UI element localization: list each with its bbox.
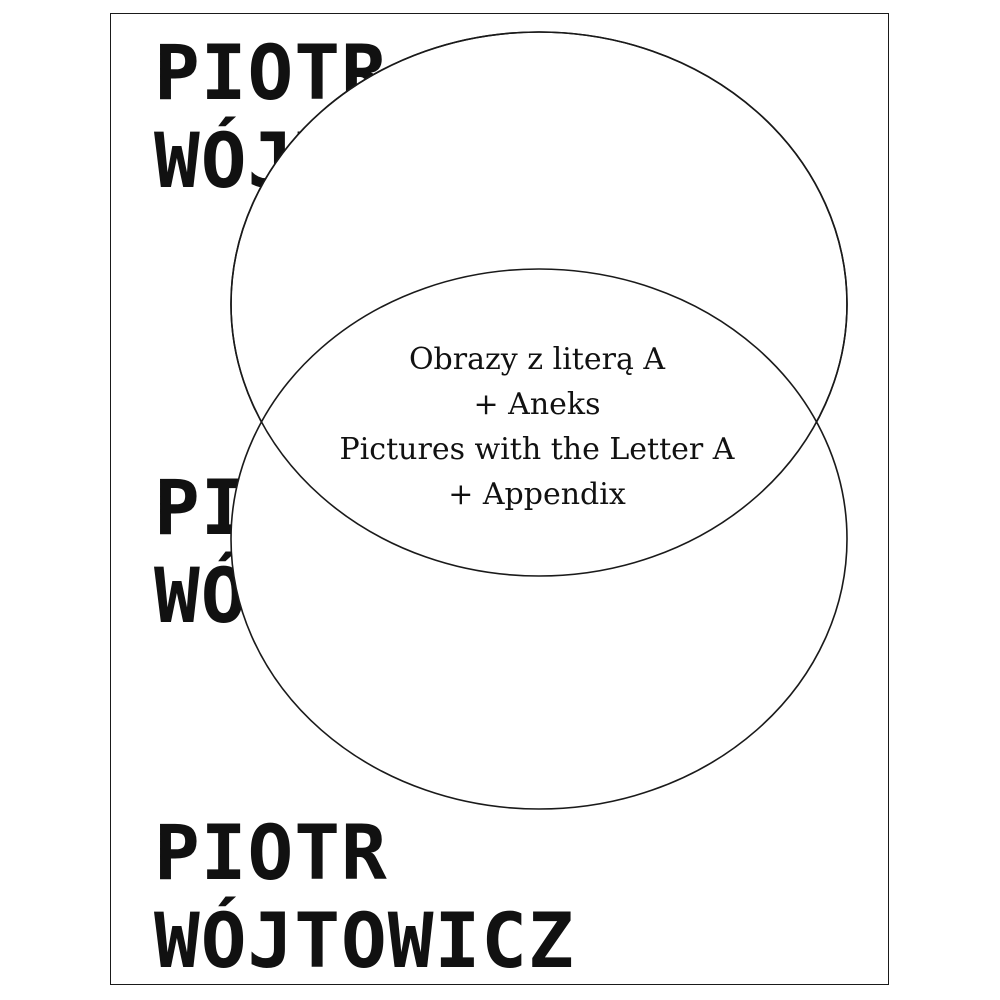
- author-last-name: WÓJTOWICZ: [154, 896, 575, 985]
- title-polish-appendix: + Aneks: [473, 387, 601, 422]
- book-title: Obrazy z literą A + Aneks Pictures with …: [231, 337, 843, 517]
- title-polish: Obrazy z literą A: [408, 342, 666, 377]
- author-first-name: PIOTR: [154, 808, 388, 897]
- author-name-bottom: PIOTR WÓJTOWICZ: [154, 809, 575, 985]
- upper-circle-outline: [230, 31, 848, 577]
- lower-circle: [230, 268, 848, 810]
- venn-circles: [230, 31, 848, 810]
- title-english-appendix: + Appendix: [448, 477, 626, 512]
- book-cover: PIOTR WÓJTOWICZ PIOTR WÓJTOWICZ Obrazy z…: [110, 13, 889, 985]
- title-english: Pictures with the Letter A: [339, 432, 735, 467]
